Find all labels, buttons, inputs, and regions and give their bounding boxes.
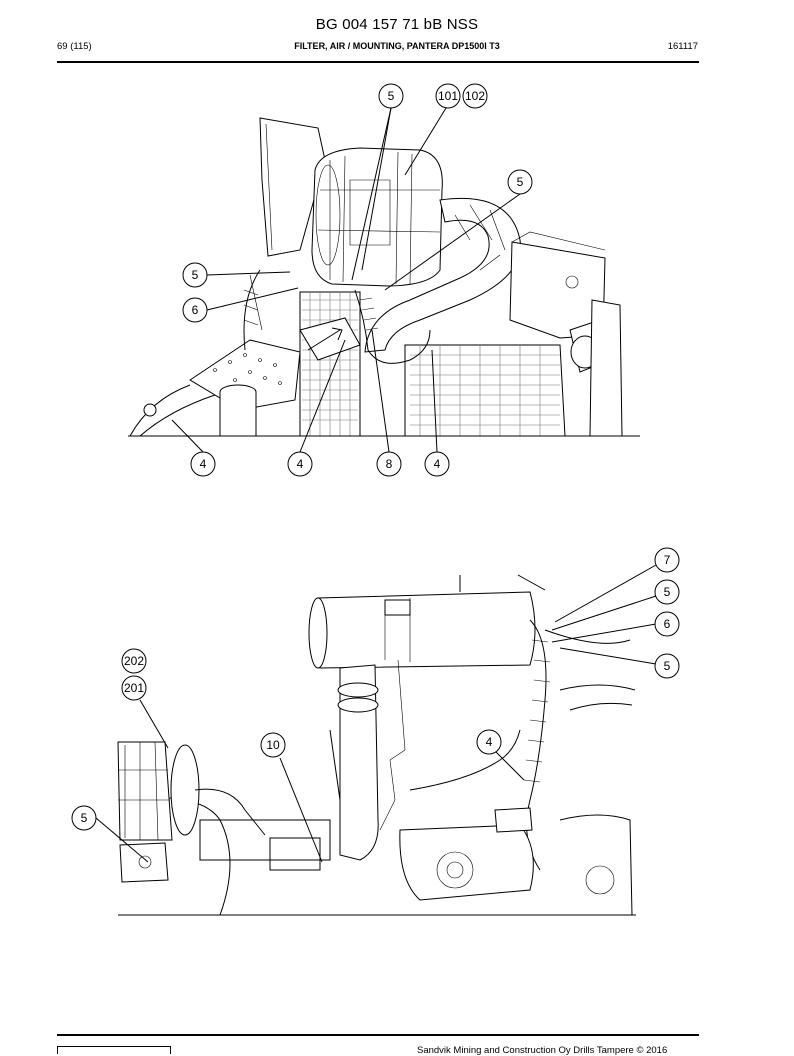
- callout-5-b3: 5: [71, 805, 97, 831]
- callout-8: 8: [376, 451, 402, 477]
- callout-4-a: 4: [190, 451, 216, 477]
- svg-text:6: 6: [664, 617, 671, 631]
- svg-text:10: 10: [266, 738, 280, 752]
- svg-text:7: 7: [664, 553, 671, 567]
- company-logo: [57, 1046, 171, 1054]
- top-leader-lines: [171, 107, 521, 453]
- callout-4-b-fig: 4: [476, 729, 502, 755]
- svg-text:8: 8: [386, 457, 393, 471]
- callout-5-left: 5: [182, 262, 208, 288]
- svg-text:202: 202: [124, 654, 144, 668]
- callout-6-b: 6: [654, 611, 680, 637]
- svg-text:5: 5: [388, 89, 395, 103]
- callout-10: 10: [260, 732, 286, 758]
- callout-5-right: 5: [507, 169, 533, 195]
- svg-text:102: 102: [465, 89, 485, 103]
- svg-text:5: 5: [192, 268, 199, 282]
- svg-text:4: 4: [434, 457, 441, 471]
- callout-4-c: 4: [424, 451, 450, 477]
- callout-5-top: 5: [378, 83, 404, 109]
- svg-text:5: 5: [664, 659, 671, 673]
- callout-201: 201: [121, 675, 147, 701]
- header-rule: [57, 61, 699, 63]
- svg-text:101: 101: [438, 89, 458, 103]
- callout-5-b1: 5: [654, 579, 680, 605]
- callout-102: 102: [462, 83, 488, 109]
- svg-text:4: 4: [486, 735, 493, 749]
- page-title: FILTER, AIR / MOUNTING, PANTERA DP1500I …: [294, 41, 500, 51]
- svg-text:5: 5: [664, 585, 671, 599]
- page-number: 69 (115): [57, 41, 92, 52]
- callout-5-b2: 5: [654, 653, 680, 679]
- svg-text:4: 4: [297, 457, 304, 471]
- callout-7: 7: [654, 547, 680, 573]
- top-assembly-drawing: [128, 117, 640, 437]
- callout-202: 202: [121, 648, 147, 674]
- callout-6-left: 6: [182, 297, 208, 323]
- footer-copyright: Sandvik Mining and Construction Oy Drill…: [417, 1045, 668, 1056]
- svg-text:6: 6: [192, 303, 199, 317]
- svg-text:201: 201: [124, 681, 144, 695]
- callout-101: 101: [435, 83, 461, 109]
- svg-text:5: 5: [517, 175, 524, 189]
- date-code: 161117: [667, 41, 698, 52]
- bottom-leader-lines: [95, 564, 657, 863]
- svg-text:4: 4: [200, 457, 207, 471]
- document-id: BG 004 157 71 bB NSS: [315, 16, 479, 33]
- bottom-assembly-drawing: [117, 574, 636, 916]
- footer-rule: [57, 1034, 699, 1036]
- svg-text:5: 5: [81, 811, 88, 825]
- callout-4-b: 4: [287, 451, 313, 477]
